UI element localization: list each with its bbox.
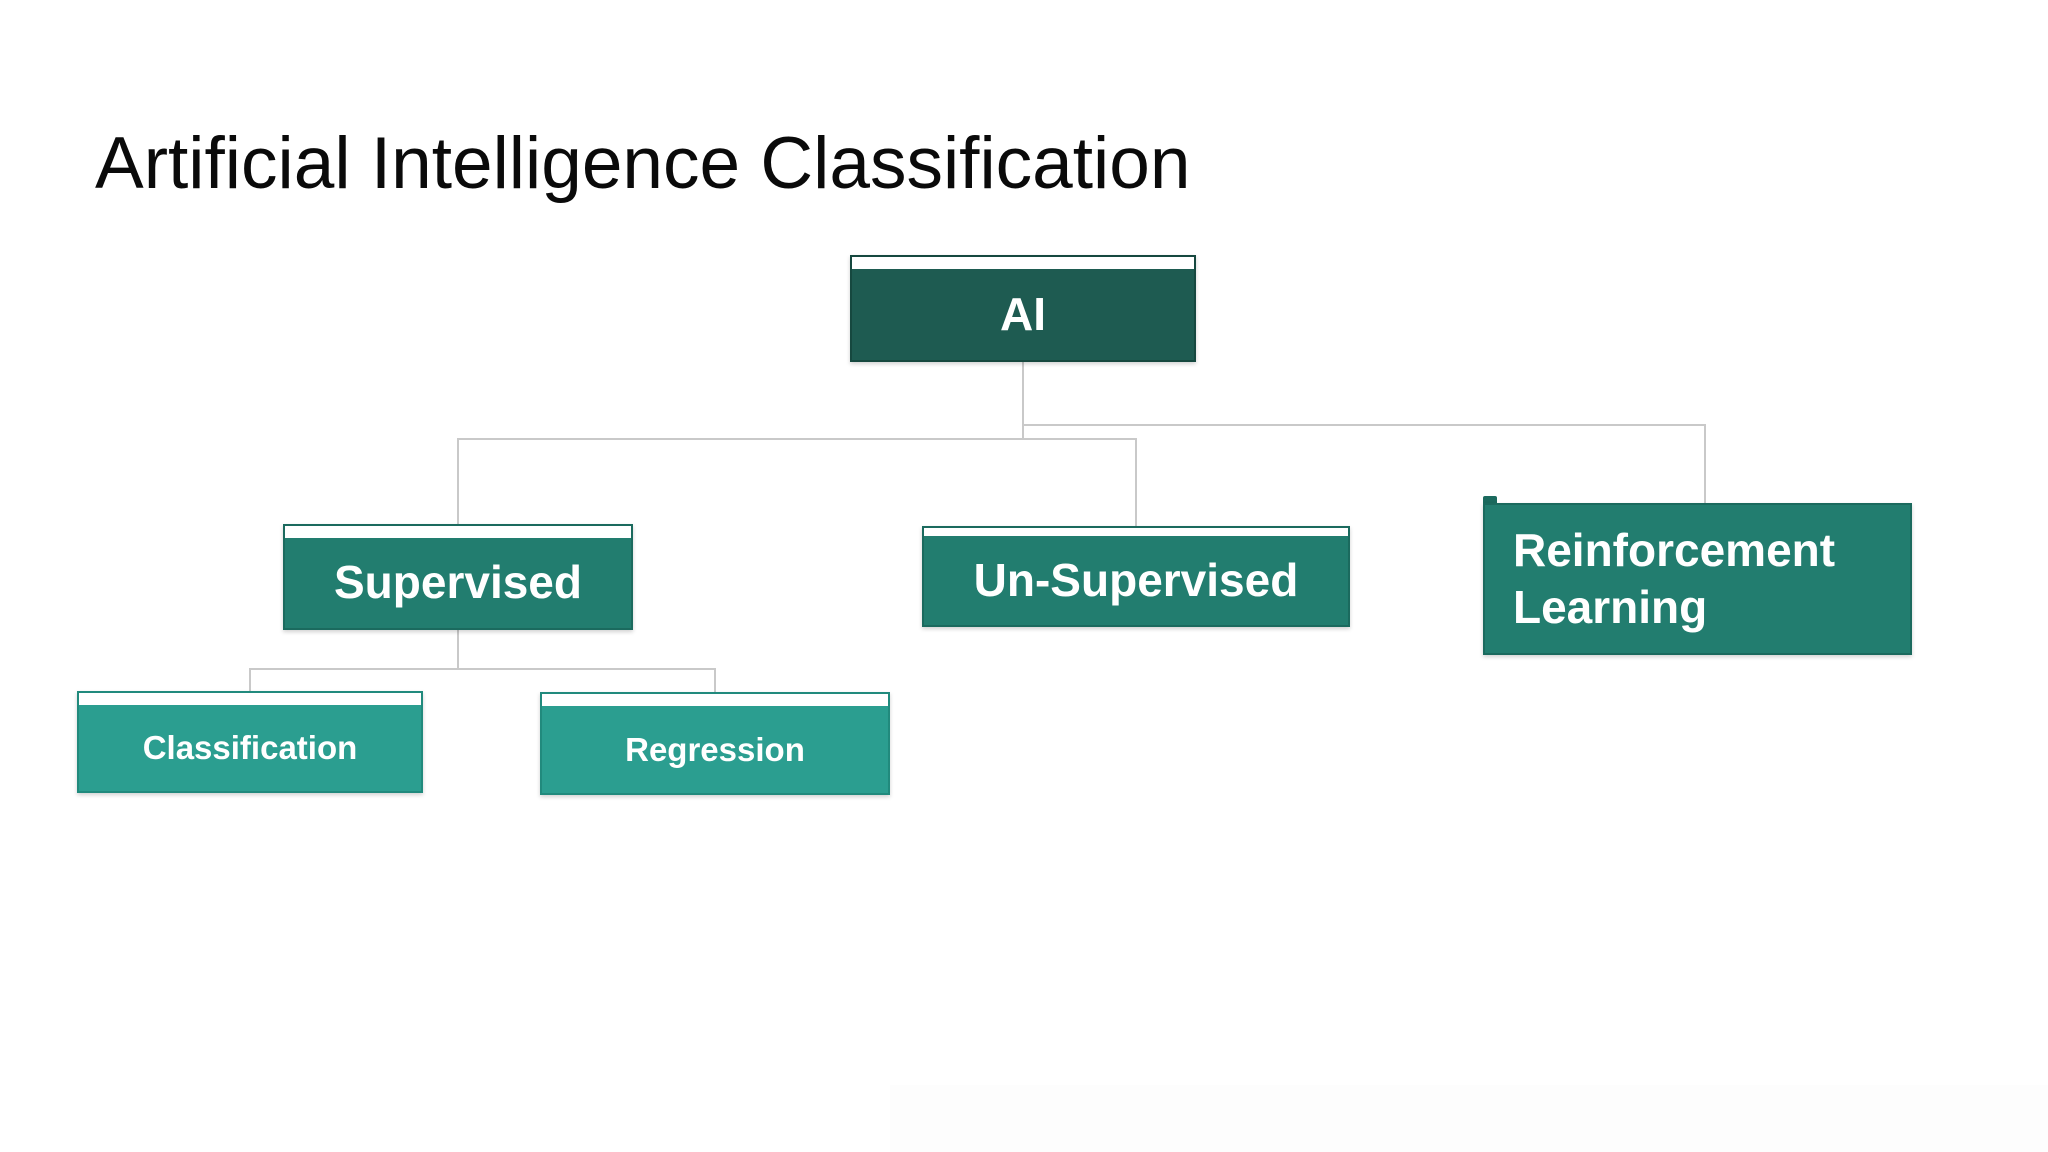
node-regression[interactable]: Regression [540,692,890,795]
node-reinforcement-learning[interactable]: Reinforcement Learning [1483,496,1912,655]
connector-branch-leaves-h [249,668,716,670]
connector-branch-level2-h [457,438,1137,440]
connector-branch-classification-v [249,668,251,692]
node-header-strip [285,526,631,538]
node-ai[interactable]: AI [850,255,1196,362]
connector-supervised-stem [457,630,459,670]
node-reinforcement-learning-label: Reinforcement Learning [1513,523,1836,634]
connector-branch-regression-v [714,668,716,694]
connector-branch-reinforcement-h [1022,424,1706,426]
node-header-strip [924,528,1348,536]
node-unsupervised-label: Un-Supervised [973,553,1299,606]
node-classification[interactable]: Classification [77,691,423,793]
node-supervised-label: Supervised [334,556,582,609]
page-edge-tint [890,1085,2048,1152]
node-header-strip [542,694,888,706]
node-supervised[interactable]: Supervised [283,524,633,630]
node-header-strip [852,257,1194,269]
node-unsupervised[interactable]: Un-Supervised [922,526,1350,627]
connector-branch-reinforcement-v [1704,424,1706,504]
diagram-title: Artificial Intelligence Classification [95,123,1191,204]
node-regression-label: Regression [625,730,805,768]
node-ai-label: AI [1000,287,1046,340]
node-classification-label: Classification [142,729,358,767]
connector-branch-supervised-v [457,438,459,525]
node-header-strip [79,693,421,705]
connector-branch-unsupervised-v [1135,438,1137,527]
connector-ai-stem [1022,362,1024,440]
